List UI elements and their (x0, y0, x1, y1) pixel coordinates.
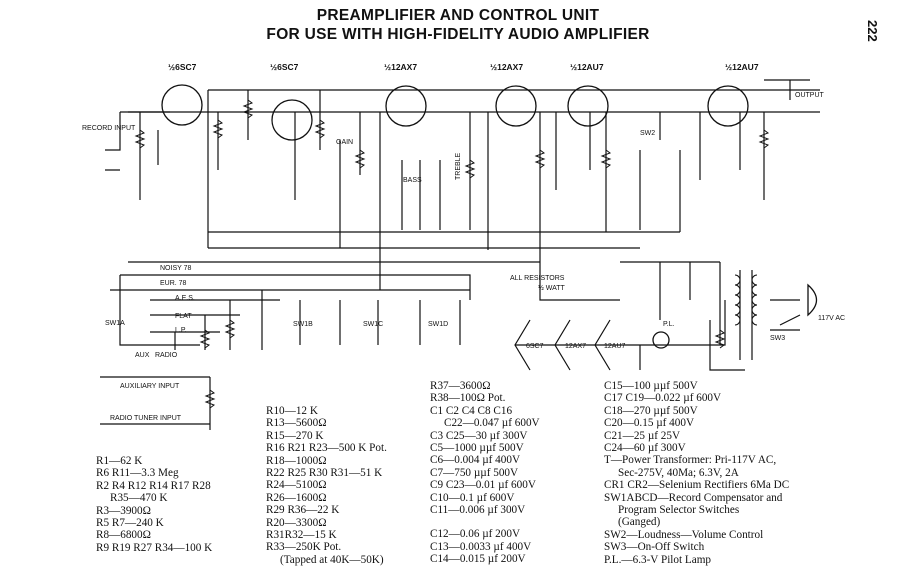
record-input-label: RECORD INPUT (82, 125, 136, 132)
pl-label: P.L. (663, 321, 675, 328)
part-entry: R6 R11—3.3 Meg (96, 467, 179, 480)
part-entry: R3—3900Ω (96, 504, 151, 517)
part-entry: R33—250K Pot. (266, 541, 342, 554)
part-entry: R38—100Ω Pot. (430, 392, 506, 405)
output-label: OUTPUT (795, 92, 825, 99)
part-entry: R9 R19 R27 R34—100 K (96, 541, 213, 554)
part-entry: R13—5600Ω (266, 417, 327, 430)
part-entry: R29 R36—22 K (266, 504, 340, 517)
tube-v2-label: ½6SC7 (270, 62, 299, 72)
ac-label: 117V AC (818, 315, 845, 322)
half-watt-label: ½ WATT (538, 284, 566, 292)
heater-12ax7-label: 12AX7 (565, 343, 586, 350)
sw1c-label: SW1C (363, 321, 383, 328)
part-entry: C3 C25—30 µf 300V (430, 429, 528, 442)
part-entry: C11—0.006 µf 300V (430, 504, 526, 517)
part-entry: C10—0.1 µf 600V (430, 491, 515, 504)
part-entry: CR1 CR2—Selenium Rectifiers 6Ma DC (604, 479, 790, 492)
part-entry: C7—750 µµf 500V (430, 466, 519, 479)
eur-label: EUR. 78 (160, 280, 187, 287)
part-entry: R15—270 K (266, 429, 324, 442)
part-entry: P.L.—6.3-V Pilot Lamp (604, 553, 712, 566)
tube-v4 (495, 85, 537, 127)
aux-input-label: AUXILIARY INPUT (120, 383, 180, 390)
part-entry: R16 R21 R23—500 K Pot. (266, 442, 387, 455)
treble-label: TREBLE (455, 152, 462, 180)
part-entry: C9 C23—0.01 µf 600V (430, 479, 536, 492)
part-entry: C14—0.015 µf 200V (430, 553, 526, 566)
part-entry: R8—6800Ω (96, 529, 151, 542)
part-entry: R5 R7—240 K (96, 517, 164, 530)
part-entry: C1 C2 C4 C8 C16 (430, 404, 513, 417)
part-entry: C22—0.047 µf 600V (444, 417, 540, 430)
gain-label: GAIN (336, 139, 353, 146)
heater-12au7-label: 12AU7 (604, 343, 626, 350)
aux-label: AUX (135, 352, 150, 359)
part-entry: R18—1000Ω (266, 454, 327, 467)
parts-list-col-3: R37—3600Ω R38—100Ω Pot. C1 C2 C4 C8 C16 … (430, 380, 540, 566)
part-entry: R2 R4 R12 R14 R17 R28 (96, 479, 211, 492)
parts-list-col-1: R1—62 K R6 R11—3.3 Meg R2 R4 R12 R14 R17… (96, 455, 212, 554)
part-entry: R10—12 K (266, 405, 318, 417)
part-entry: T—Power Transformer: Pri-117V AC, (604, 454, 777, 467)
parts-list-col-2: R10—12 K R13—5600Ω R15—270 K R16 R21 R23… (266, 405, 387, 566)
noisy-label: NOISY 78 (160, 265, 191, 272)
part-entry: C17 C19—0.022 µf 600V (604, 392, 722, 405)
part-entry: R24—5100Ω (266, 479, 327, 492)
title-line-1: PREAMPLIFIER AND CONTROL UNIT (316, 7, 600, 24)
sw3-label: SW3 (770, 335, 785, 342)
part-entry: C21—25 µf 25V (604, 429, 681, 442)
tube-v1-label: ½6SC7 (168, 62, 197, 72)
part-entry: R31R32—15 K (266, 529, 337, 542)
tube-v3-label: ½12AX7 (384, 62, 417, 72)
radio-input-label: RADIO TUNER INPUT (110, 415, 182, 422)
tube-v3 (385, 85, 427, 127)
tube-v1 (161, 84, 203, 126)
tube-v5 (567, 85, 609, 127)
sw1b-label: SW1B (293, 321, 313, 328)
part-entry: (Ganged) (618, 516, 661, 529)
part-entry: R37—3600Ω (430, 380, 491, 392)
aes-label: A.E.S. (175, 295, 195, 302)
part-entry: R20—3300Ω (266, 516, 327, 529)
part-entry: R26—1600Ω (266, 491, 327, 504)
all-resistors-label: ALL RESISTORS (510, 275, 565, 282)
sw1a-label: SW1A (105, 320, 125, 327)
page-title: PREAMPLIFIER AND CONTROL UNIT FOR USE WI… (0, 6, 916, 44)
part-entry: C15—100 µµf 500V (604, 380, 698, 392)
heater-6sc7-label: 6SC7 (526, 343, 544, 350)
part-entry: C5—1000 µµf 500V (430, 442, 524, 455)
radio-label: RADIO (155, 352, 178, 359)
sw2-label: SW2 (640, 130, 655, 137)
ac-plug (807, 283, 818, 317)
part-entry: C12—0.06 µf 200V (430, 528, 521, 541)
bass-label: BASS (403, 177, 422, 184)
tube-v4-label: ½12AX7 (490, 62, 523, 72)
tube-v6-label: ½12AU7 (725, 62, 759, 72)
part-entry: SW2—Loudness—Volume Control (604, 528, 764, 541)
part-entry: R35—470 K (110, 492, 168, 505)
tube-v6 (707, 85, 749, 127)
parts-list-col-4: C15—100 µµf 500V C17 C19—0.022 µf 600V C… (604, 380, 789, 566)
pilot-lamp (652, 331, 670, 349)
part-entry: C18—270 µµf 500V (604, 404, 698, 417)
part-entry: C24—60 µf 300V (604, 442, 686, 455)
part-entry: (Tapped at 40K—50K) (280, 553, 384, 566)
lp-label: L.P. (175, 327, 187, 334)
part-entry: C20—0.15 µf 400V (604, 417, 695, 430)
sw1d-label: SW1D (428, 321, 448, 328)
part-entry: C13—0.0033 µf 400V (430, 540, 532, 553)
part-entry: SW3—On-Off Switch (604, 541, 705, 554)
part-entry: SW1ABCD—Record Compensator and (604, 491, 783, 504)
part-entry: C6—0.004 µf 400V (430, 454, 521, 467)
part-entry: Program Selector Switches (618, 504, 740, 517)
title-line-2: FOR USE WITH HIGH-FIDELITY AUDIO AMPLIFI… (266, 26, 650, 43)
flat-label: FLAT (175, 313, 192, 320)
part-entry: Sec-275V, 40Ma; 6.3V, 2A (618, 466, 739, 479)
part-entry: R1—62 K (96, 455, 143, 467)
part-entry: R22 R25 R30 R31—51 K (266, 467, 383, 480)
tube-v5-label: ½12AU7 (570, 62, 604, 72)
tube-v2 (271, 99, 313, 141)
